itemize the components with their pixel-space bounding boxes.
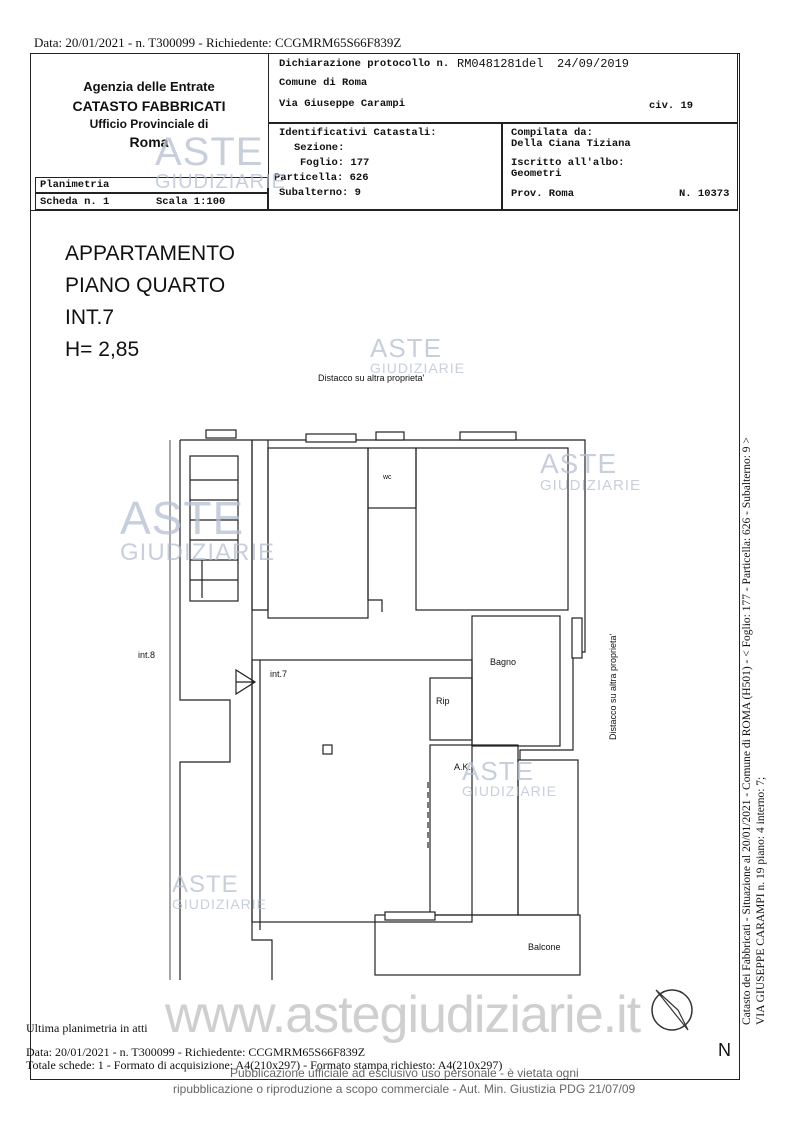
watermark-aste-1: ASTE GIUDIZIARIE: [155, 132, 286, 192]
protocol-date: 24/09/2019: [557, 57, 630, 71]
watermark-aste-text: ASTE: [462, 756, 534, 786]
watermark-aste-5: ASTE GIUDIZIARIE: [462, 758, 557, 798]
rip-room: [429, 677, 473, 741]
room-label-int7: int.7: [270, 669, 288, 679]
office-subtitle: Ufficio Provinciale di: [89, 117, 209, 131]
watermark-giudiziarie-text: GIUDIZIARIE: [462, 783, 558, 799]
room-label-wc: wc: [383, 474, 392, 481]
room-label-bagno: Bagno: [490, 657, 517, 667]
foglio: Foglio: 177: [300, 157, 370, 169]
planimetria-cell: Planimetria: [35, 177, 268, 193]
protocol-street: Via Giuseppe Carampi: [279, 98, 406, 110]
balcone: [374, 914, 581, 976]
living-room: [251, 659, 473, 923]
room-label-ak: A.K.: [454, 762, 472, 772]
footer-publication-line-2: ripubblicazione o riproduzione a scopo c…: [173, 1082, 636, 1096]
watermark-aste-4: ASTE GIUDIZIARIE: [120, 495, 275, 565]
footer-data: Data: 20/01/2021 - n. T300099 - Richiede…: [26, 1045, 366, 1059]
footer-publication-line-1: Pubblicazione ufficiale ad esclusivo uso…: [230, 1066, 579, 1080]
scala-label: Scala 1:100: [156, 196, 226, 208]
plan-title-height: H= 2,85: [65, 338, 140, 361]
protocol-number: RM0481281del: [457, 57, 544, 71]
protocol-label: Dichiarazione protocollo n.: [279, 58, 450, 70]
entrance-arrow-icon: [235, 668, 257, 696]
watermark-giudiziarie-text: GIUDIZIARIE: [540, 477, 642, 494]
protocol-cell: Dichiarazione protocollo n. RM0481281del…: [268, 53, 738, 123]
watermark-aste-text: ASTE: [155, 130, 264, 174]
compass-icon: [651, 989, 693, 1031]
compiled-label: Compilata da:: [511, 127, 593, 139]
protocol-comune: Comune di Roma: [279, 77, 368, 89]
identifiers-cell: Identificativi Catastali: Sezione: Fogli…: [268, 123, 502, 210]
protocol-civ: civ. 19: [649, 100, 694, 112]
scheda-label: Scheda n. 1: [40, 196, 110, 208]
distacco-right-label: Distacco su altra proprieta': [608, 633, 618, 740]
watermark-aste-text: ASTE: [172, 871, 239, 898]
room-right-top: [415, 447, 569, 611]
watermark-giudiziarie-text: GIUDIZIARIE: [172, 896, 268, 912]
floor-plan: [169, 429, 586, 980]
albo-label: Iscritto all'albo:: [511, 157, 625, 169]
document-header-line: Data: 20/01/2021 - n. T300099 - Richiede…: [34, 35, 402, 50]
north-marker: N: [718, 1040, 731, 1060]
office-city: Roma: [129, 134, 169, 150]
compiled-name: Della Ciana Tiziana: [511, 138, 631, 150]
particella: Particella: 626: [274, 172, 369, 184]
side-catasto-text: Catasto dei Fabbricati - Situazione al 2…: [740, 437, 768, 1025]
sezione: Sezione:: [294, 142, 345, 154]
plan-title-piano: PIANO QUARTO: [65, 274, 226, 297]
identifiers-label: Identificativi Catastali:: [279, 127, 437, 139]
bagno-room: [471, 615, 561, 747]
footer-ultima: Ultima planimetria in atti: [26, 1021, 148, 1035]
watermark-giudiziarie-text: GIUDIZIARIE: [370, 360, 466, 376]
plan-title-interno: INT.7: [65, 306, 115, 329]
watermark-aste-text: ASTE: [370, 333, 442, 363]
watermark-aste-2: ASTE GIUDIZIARIE: [370, 335, 465, 375]
distacco-top-label: Distacco su altra proprieta': [318, 373, 425, 383]
compiled-cell: Compilata da: Della Ciana Tiziana Iscrit…: [502, 123, 738, 210]
header-divider: [30, 210, 738, 211]
agency-name: Agenzia delle Entrate: [83, 79, 215, 94]
scheda-cell: Scheda n. 1 Scala 1:100: [35, 193, 268, 210]
subalterno: Subalterno: 9: [279, 187, 361, 199]
albo-number: N. 10373: [679, 188, 730, 200]
room-label-int8: int.8: [138, 650, 156, 660]
footer-totale: Totale schede: 1 - Formato di acquisizio…: [26, 1058, 503, 1072]
room-label-rip: Rip: [436, 696, 450, 706]
watermark-aste-text: ASTE: [120, 492, 245, 544]
catasto-title: CATASTO FABBRICATI: [72, 98, 226, 114]
planimetria-label: Planimetria: [40, 179, 110, 191]
plan-title-appartamento: APPARTAMENTO: [65, 242, 235, 265]
side-line-2: VIA GIUSEPPE CARAMPI n. 19 piano: 4 inte…: [755, 776, 767, 1025]
province: Prov. Roma: [511, 188, 575, 200]
watermark-giudiziarie-text: GIUDIZIARIE: [120, 539, 276, 566]
watermark-url: www.astegiudiziarie.it: [165, 986, 641, 1044]
watermark-aste-3: ASTE GIUDIZIARIE: [540, 448, 642, 494]
watermark-aste-6: ASTE GIUDIZIARIE: [172, 871, 268, 912]
wc-room: [367, 447, 417, 509]
watermark-aste-text: ASTE: [540, 448, 618, 479]
side-line-1: Catasto dei Fabbricati - Situazione al 2…: [741, 437, 753, 1025]
left-outer-wall: [179, 440, 231, 980]
office-block: Agenzia delle Entrate CATASTO FABBRICATI…: [30, 53, 268, 177]
stair: [189, 455, 239, 602]
profession: Geometri: [511, 168, 562, 180]
watermark-giudiziarie-text: GIUDIZIARIE: [155, 171, 287, 193]
room-label-balcone: Balcone: [528, 942, 561, 952]
room-left-top: [267, 447, 369, 619]
